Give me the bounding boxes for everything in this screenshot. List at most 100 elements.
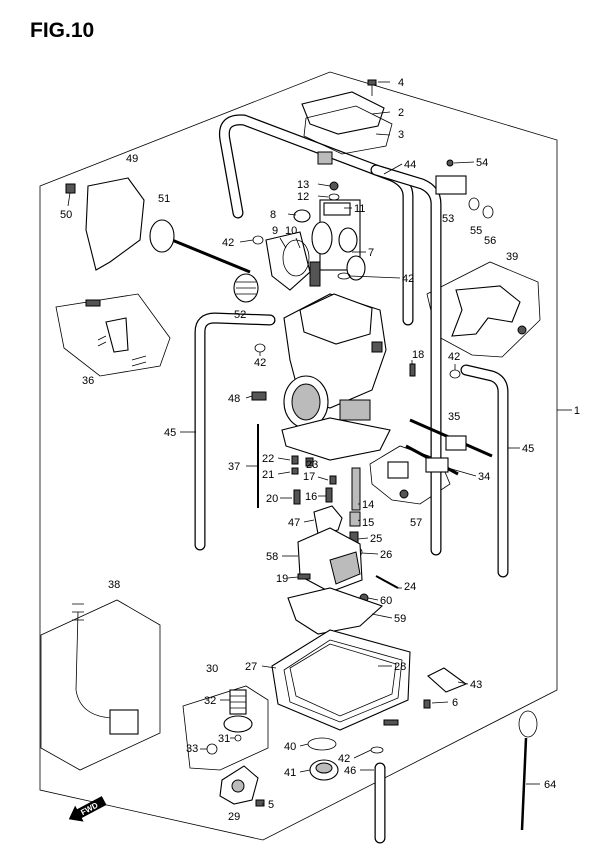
callout-c49: 49 (126, 153, 138, 165)
top-cover (301, 91, 385, 135)
adjuster-34 (405, 444, 459, 476)
leader-line-c17 (317, 476, 329, 481)
washer-42c (254, 343, 266, 353)
jet-22 (291, 455, 299, 465)
spring-52 (233, 273, 259, 303)
callout-c3: 3 (398, 129, 404, 141)
assembly-boundary (39, 71, 558, 841)
leader-line-c47 (303, 519, 315, 523)
o-ring-40 (307, 737, 337, 751)
callout-c42b: 42 (402, 273, 414, 285)
leader-line-c21 (277, 471, 291, 475)
callout-c2: 2 (398, 107, 404, 119)
callout-c53: 53 (442, 213, 454, 225)
screw-13 (329, 181, 339, 191)
leader-line-c44 (383, 163, 403, 175)
leader-line-c10 (295, 237, 301, 249)
callout-c24: 24 (404, 581, 416, 593)
callout-c51: 51 (158, 193, 170, 205)
leader-line-c26 (361, 552, 379, 555)
leader-line-c43 (457, 681, 469, 685)
group-box-36 (55, 293, 171, 377)
washer-42e (370, 746, 384, 754)
leader-line-c15 (357, 519, 361, 522)
leader-line-c25 (357, 537, 369, 540)
callout-c33: 33 (186, 743, 198, 755)
leader-line-c40 (299, 743, 309, 747)
o-ring-10 (282, 239, 310, 277)
o-ring-12 (328, 193, 340, 201)
leader-line-c22 (277, 457, 291, 461)
screw-54 (446, 159, 454, 167)
callout-c5: 5 (268, 799, 274, 811)
top-cover-screw (367, 79, 377, 96)
callout-c42c: 42 (254, 357, 266, 369)
callout-c34: 34 (478, 471, 490, 483)
gasket-28 (283, 639, 403, 723)
callout-c64: 64 (544, 779, 556, 791)
callout-c39: 39 (506, 251, 518, 263)
jet-20 (293, 489, 301, 505)
callout-c21: 21 (262, 469, 274, 481)
callout-c42a: 42 (222, 237, 234, 249)
callout-c11: 11 (354, 203, 365, 215)
screw-50 (65, 183, 76, 194)
callout-c35: 35 (448, 411, 460, 423)
leader-line-c34 (447, 467, 477, 477)
screw-bowl (383, 719, 399, 726)
plate-11 (323, 202, 351, 216)
washer-56 (482, 205, 494, 219)
callout-c12: 12 (297, 191, 309, 203)
callout-c32: 32 (204, 695, 216, 707)
leader-line-c8 (287, 213, 297, 216)
pin-19 (297, 573, 311, 580)
leader-line-c19 (287, 576, 299, 579)
sensor-53 (435, 175, 467, 195)
callout-c52: 52 (234, 309, 246, 321)
callout-c58: 58 (266, 551, 278, 563)
holder-47 (313, 505, 343, 535)
jet-16 (325, 487, 333, 503)
float-bowl-27 (271, 629, 411, 731)
leader-line-c2 (371, 111, 391, 115)
callout-c48: 48 (228, 393, 240, 405)
callout-c42e: 42 (338, 753, 350, 765)
seal-8 (293, 209, 311, 223)
callout-c46: 46 (344, 765, 356, 777)
screw-6 (423, 699, 431, 709)
callout-c57: 57 (410, 517, 422, 529)
jet-23 (305, 457, 314, 467)
callout-c50: 50 (60, 209, 72, 221)
callout-c31: 31 (218, 733, 230, 745)
leader-line-c13 (317, 183, 331, 187)
group-box-38 (40, 599, 161, 771)
float-58 (297, 527, 363, 593)
hose-45-left (194, 312, 276, 551)
leader-line-c59 (371, 613, 393, 619)
top-cover-gasket (303, 105, 393, 155)
leader-line-c42a (239, 239, 254, 243)
callout-c14: 14 (362, 499, 374, 511)
hot-start-plunger-57 (387, 461, 409, 499)
callout-c40: 40 (284, 741, 296, 753)
callout-c56: 56 (484, 235, 496, 247)
callout-c55: 55 (470, 225, 482, 237)
leader-line-c42b (349, 275, 401, 279)
bolt-48 (251, 391, 267, 401)
callout-c6: 6 (452, 697, 458, 709)
callout-c25: 25 (370, 533, 382, 545)
callout-c59: 59 (394, 613, 406, 625)
linkage-36 (85, 299, 147, 367)
callout-c18: 18 (412, 349, 424, 361)
bracket-43 (427, 667, 468, 693)
callout-c41: 41 (284, 767, 296, 779)
callout-c13: 13 (297, 179, 309, 191)
leader-line-c3 (375, 133, 391, 136)
callout-c37: 37 (228, 461, 240, 473)
leader-line-c54 (453, 161, 475, 164)
jet-14 (351, 467, 361, 511)
pump-cover-29 (219, 765, 259, 805)
leader-line-c27 (261, 665, 277, 669)
hot-start-39 (451, 285, 527, 337)
